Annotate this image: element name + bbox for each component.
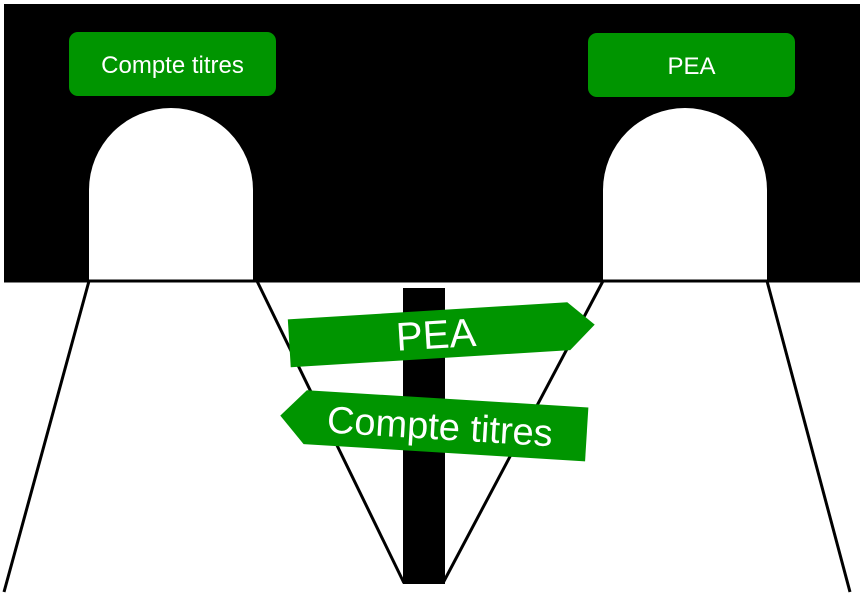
- right-tunnel-label-text: PEA: [667, 53, 715, 80]
- left-tunnel-label-text: Compte titres: [101, 52, 244, 79]
- right-road-outer-edge: [767, 281, 850, 592]
- signpost-upper-sign: PEA: [288, 301, 596, 368]
- right-tunnel-opening: [603, 108, 767, 281]
- left-tunnel-opening: [89, 108, 253, 281]
- signpost-upper-sign-text: PEA: [395, 311, 478, 360]
- right-tunnel-label: PEA: [588, 33, 795, 97]
- left-tunnel-label: Compte titres: [69, 32, 276, 96]
- left-road-outer-edge: [4, 281, 89, 592]
- signpost-lower-sign: Compte titres: [279, 389, 589, 462]
